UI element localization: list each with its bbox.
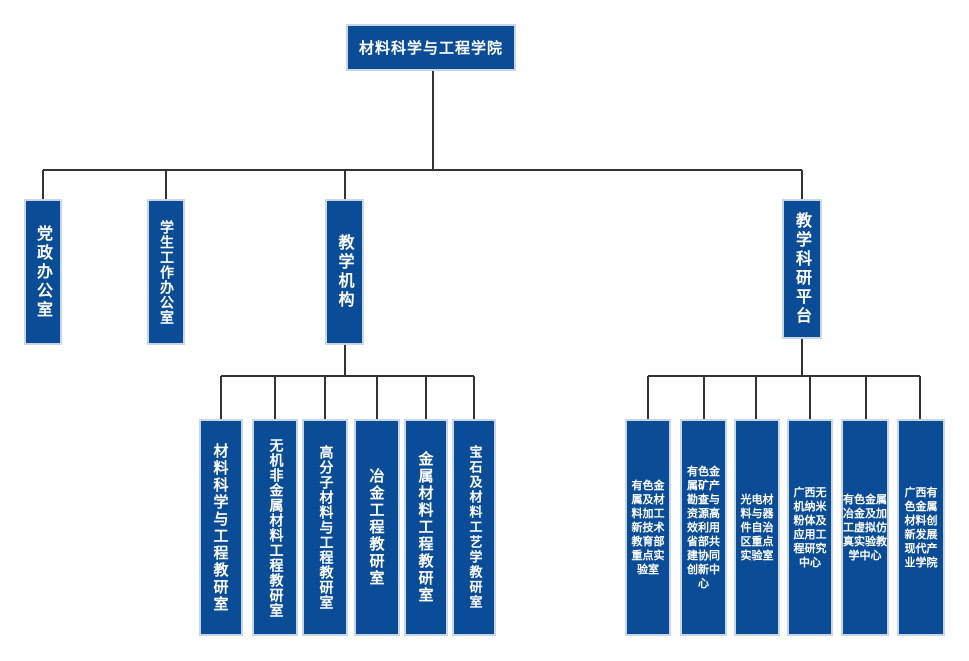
research-unit: 光电材料与器件自治区重点实验室 — [734, 419, 780, 636]
teaching-unit: 无机非金属材料工程教研室 — [252, 419, 298, 636]
research-unit: 有色金属及材料加工新技术教育部重点实验室 — [625, 419, 671, 636]
dept-party-office: 党政办公室 — [24, 199, 62, 345]
teaching-unit-label-col: 无机非金属材料工程教研室 — [267, 437, 284, 618]
research-unit: 有色金属矿产勘查与资源高效利用省部共建协同创新中心 — [680, 419, 727, 636]
teaching-unit: 材料科学与工程教研室 — [199, 419, 243, 636]
research-unit-label: 光电材料与器件自治区重点实验室 — [740, 492, 774, 562]
root-label: 材料科学与工程学院 — [358, 39, 503, 57]
teaching-unit-label: 宝石及材料工艺学教研室 — [466, 445, 482, 610]
teaching-unit-label: 冶金工程教研室 — [367, 468, 386, 587]
dept-party-office-label: 党政办公室 — [34, 224, 53, 320]
root-node: 材料科学与工程学院 — [346, 24, 516, 71]
dept-student-office-label: 学生工作办公室 — [158, 219, 174, 325]
dept-teaching: 教学机构 — [325, 199, 364, 345]
teaching-unit-label-col: 高分子材料与工程教研室 — [317, 445, 334, 610]
research-unit: 广西有色金属材料创新发展现代产业学院 — [897, 419, 945, 636]
teaching-unit-label: 金属材料工程教研室 — [416, 451, 435, 604]
dept-research: 教学科研平台 — [782, 199, 822, 339]
research-unit: 有色金属冶金及加工虚拟仿真实验教学中心 — [841, 419, 889, 636]
research-unit-label: 广西有色金属材料创新发展现代产业学院 — [904, 485, 938, 569]
research-unit-label: 有色金属及材料加工新技术教育部重点实验室 — [631, 478, 665, 576]
teaching-unit-label: 高分子材料与工程教研室 — [317, 428, 334, 628]
research-unit-label: 有色金属冶金及加工虚拟仿真实验教学中心 — [843, 492, 887, 562]
teaching-unit: 宝石及材料工艺学教研室 — [452, 419, 496, 636]
research-unit-label: 有色金属矿产勘查与资源高效利用省部共建协同创新中心 — [687, 464, 720, 590]
dept-student-office: 学生工作办公室 — [147, 199, 185, 345]
research-unit: 广西无机纳米粉体及应用工程研究中心 — [787, 419, 833, 636]
dept-teaching-label: 教学机构 — [335, 234, 355, 310]
teaching-unit: 冶金工程教研室 — [354, 419, 400, 636]
teaching-unit: 金属材料工程教研室 — [404, 419, 448, 636]
dept-research-label: 教学科研平台 — [793, 212, 812, 326]
teaching-unit: 高分子材料与工程教研室 — [302, 419, 348, 636]
research-unit-label: 广西无机纳米粉体及应用工程研究中心 — [793, 485, 827, 569]
teaching-unit-label: 材料科学与工程教研室 — [211, 442, 230, 613]
teaching-unit-label: 无机非金属材料工程教研室 — [267, 428, 284, 628]
